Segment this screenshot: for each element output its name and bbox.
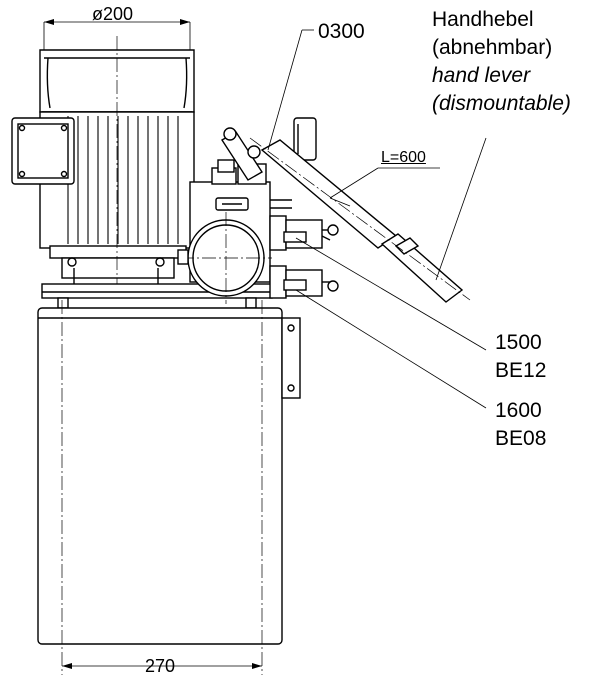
hand-lever-label-de-2: (abnehmbar) bbox=[432, 36, 553, 59]
terminal-box bbox=[11, 117, 75, 185]
hand-pump bbox=[177, 212, 272, 304]
hand-lever-label-de-1: Handhebel bbox=[432, 8, 534, 31]
hand-lever-label-en-2: (dismountable) bbox=[432, 92, 571, 115]
leader-lines bbox=[267, 29, 487, 409]
callout-1500: 1500 bbox=[495, 331, 542, 354]
lever-linkage bbox=[217, 127, 263, 181]
callout-1600: 1600 bbox=[495, 399, 542, 422]
callout-1500-code: BE12 bbox=[495, 359, 547, 382]
dimension-bottom-width-label: 270 bbox=[145, 656, 176, 676]
lever-length-label: L=600 bbox=[381, 149, 426, 166]
dimension-top-diameter bbox=[43, 19, 191, 50]
callout-1600-code: BE08 bbox=[495, 427, 547, 450]
hand-lever-label-en-1: hand lever bbox=[432, 64, 531, 87]
valve-be12 bbox=[269, 215, 339, 251]
dimension-top-diameter-label: ø200 bbox=[92, 4, 134, 24]
hand-lever bbox=[249, 137, 471, 303]
dimension-bottom-width bbox=[61, 300, 263, 675]
electric-motor bbox=[11, 49, 195, 284]
oil-tank bbox=[37, 307, 301, 645]
valve-be08 bbox=[269, 265, 339, 299]
callout-0300: 0300 bbox=[318, 20, 365, 43]
